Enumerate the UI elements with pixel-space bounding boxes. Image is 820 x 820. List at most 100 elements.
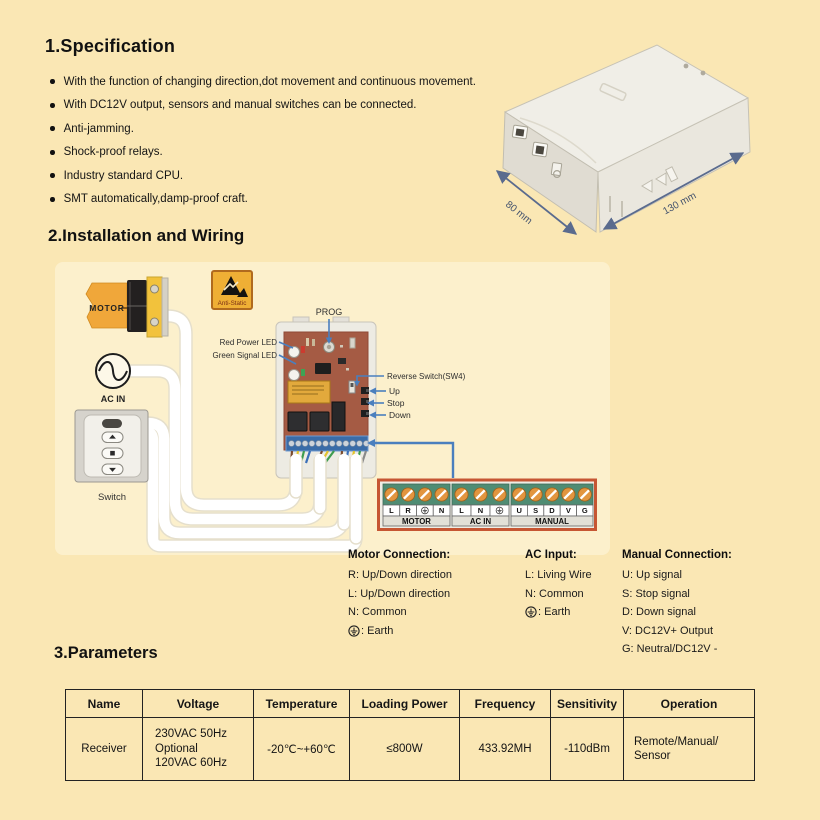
bullet-icon [50, 149, 55, 155]
col-name: Name [65, 689, 143, 718]
red-led-label: Red Power LED [220, 338, 278, 347]
dim-width-label: 80 mm [503, 199, 534, 227]
cell-sensitivity: -110dBm [550, 717, 624, 781]
receiver-pcb-unit [275, 316, 377, 545]
legend-heading: AC Input: [525, 549, 577, 561]
relay [287, 411, 308, 432]
prog-label: PROG [316, 307, 343, 317]
green-signal-led [301, 369, 305, 376]
cell-loading-power: ≤800W [349, 717, 460, 781]
col-temperature: Temperature [253, 689, 350, 718]
bullet-icon [50, 173, 55, 179]
ac-source-icon: AC IN [95, 353, 131, 404]
receiver-box-illustration [502, 44, 751, 233]
stop-label: Stop [387, 398, 405, 408]
svg-text:N: N [478, 506, 483, 515]
col-voltage: Voltage [142, 689, 254, 718]
board-callouts: PROG Red Power LED Green Signal LED Reve… [213, 307, 466, 478]
svg-text:N: N [439, 506, 444, 515]
anti-static-icon: Anti-Static [211, 270, 253, 310]
output-cables [289, 453, 363, 545]
col-sensitivity: Sensitivity [550, 689, 624, 718]
svg-text:S: S [533, 506, 538, 515]
spec-bullet: Industry standard CPU. [47, 164, 525, 188]
spec-bullet: Shock-proof relays. [47, 141, 525, 165]
specification-heading: 1.Specification [45, 36, 176, 56]
svg-text:L: L [389, 506, 394, 515]
legend-heading: Motor Connection: [348, 549, 451, 561]
svg-text:D: D [549, 506, 555, 515]
motor-label: MOTOR [89, 303, 124, 313]
svg-text:R: R [405, 506, 411, 515]
bullet-icon [50, 102, 55, 108]
bullet-icon [50, 196, 55, 202]
col-operation: Operation [623, 689, 755, 718]
motor-connection-legend: Motor Connection: R: Up/Down direction L… [348, 549, 452, 640]
wall-switch-device: Switch [74, 409, 149, 503]
relay [309, 411, 330, 432]
terminal-letter-cells [382, 504, 594, 517]
pcb-terminal-block [285, 435, 370, 452]
ac-input-legend: AC Input: L: Living Wire N: Common : Ear… [525, 549, 592, 622]
relay [331, 401, 346, 432]
col-loading-power: Loading Power [349, 689, 460, 718]
switch-indicator [102, 419, 122, 428]
cell-operation: Remote/Manual/ Sensor [623, 717, 755, 781]
legend-line-earth: : Earth [348, 622, 452, 641]
installation-heading: 2.Installation and Wiring [48, 226, 245, 245]
anti-static-label: Anti-Static [218, 300, 247, 307]
legend-heading: Manual Connection: [622, 549, 732, 561]
transformer [287, 380, 331, 404]
switch-stop-button [101, 447, 124, 459]
spec-bullet: Anti-jamming. [47, 117, 525, 141]
motor-device: MOTOR [85, 276, 169, 338]
green-led-label: Green Signal LED [213, 351, 278, 360]
legend-line: L: Living Wire [525, 569, 592, 581]
specification-list: With the function of changing direction,… [47, 70, 525, 211]
switch-down-button [101, 463, 124, 475]
cell-frequency: 433.92MH [459, 717, 551, 781]
manual-jog-switches[interactable] [361, 387, 369, 417]
legend-line: L: Up/Down direction [348, 587, 451, 600]
parameters-table-wrap: Name Voltage Temperature Loading Power F… [65, 689, 755, 781]
terminal-screws[interactable] [384, 487, 592, 502]
legend-line: G: Neutral/DC12V - [622, 643, 718, 656]
specification-section: 1.Specification With the function of cha… [45, 36, 525, 211]
parameters-table: Name Voltage Temperature Loading Power F… [65, 689, 755, 781]
svg-text:MOTOR: MOTOR [402, 517, 431, 526]
col-frequency: Frequency [459, 689, 551, 718]
down-label: Down [389, 410, 411, 420]
svg-text:V: V [566, 506, 571, 515]
parameters-heading: 3.Parameters [54, 644, 158, 662]
legend-line: S: Stop signal [622, 587, 690, 600]
legend-line: U: Up signal [622, 569, 682, 581]
table-row: Receiver 230VAC 50Hz Optional 120VAC 60H… [65, 717, 755, 781]
reverse-switch-label: Reverse Switch(SW4) [387, 372, 466, 381]
cell-name: Receiver [65, 717, 143, 781]
bullet-icon [50, 79, 55, 85]
cell-temperature: -20℃~+60℃ [253, 717, 350, 781]
spec-bullet: SMT automatically,damp-proof craft. [47, 188, 525, 212]
legend-line: V: DC12V+ Output [622, 624, 714, 637]
spec-bullet: With DC12V output, sensors and manual sw… [47, 94, 525, 118]
legend-line-earth: : Earth [525, 603, 592, 622]
earth-icon [525, 606, 537, 618]
terminal-strip: L R N L N U S D V G MOTOR AC IN MANUAL [377, 478, 597, 531]
legend-line: R: Up/Down direction [348, 569, 452, 581]
product-photo: 80 mm 130 mm [495, 44, 751, 235]
switch-label: Switch [98, 492, 126, 503]
bullet-icon [50, 126, 55, 132]
red-power-led [301, 346, 305, 353]
svg-text:L: L [459, 506, 464, 515]
legend-line: N: Common [525, 587, 584, 600]
earth-icon [348, 625, 360, 637]
up-label: Up [389, 386, 400, 396]
ac-in-label: AC IN [101, 394, 126, 404]
svg-text:AC IN: AC IN [470, 517, 492, 526]
svg-text:U: U [516, 506, 521, 515]
wiring-diagram: MOTOR Anti-Static AC IN [55, 262, 610, 555]
spec-bullet: With the function of changing direction,… [47, 70, 525, 94]
cell-voltage: 230VAC 50Hz Optional 120VAC 60Hz [142, 717, 254, 781]
switch-up-button [101, 431, 124, 443]
